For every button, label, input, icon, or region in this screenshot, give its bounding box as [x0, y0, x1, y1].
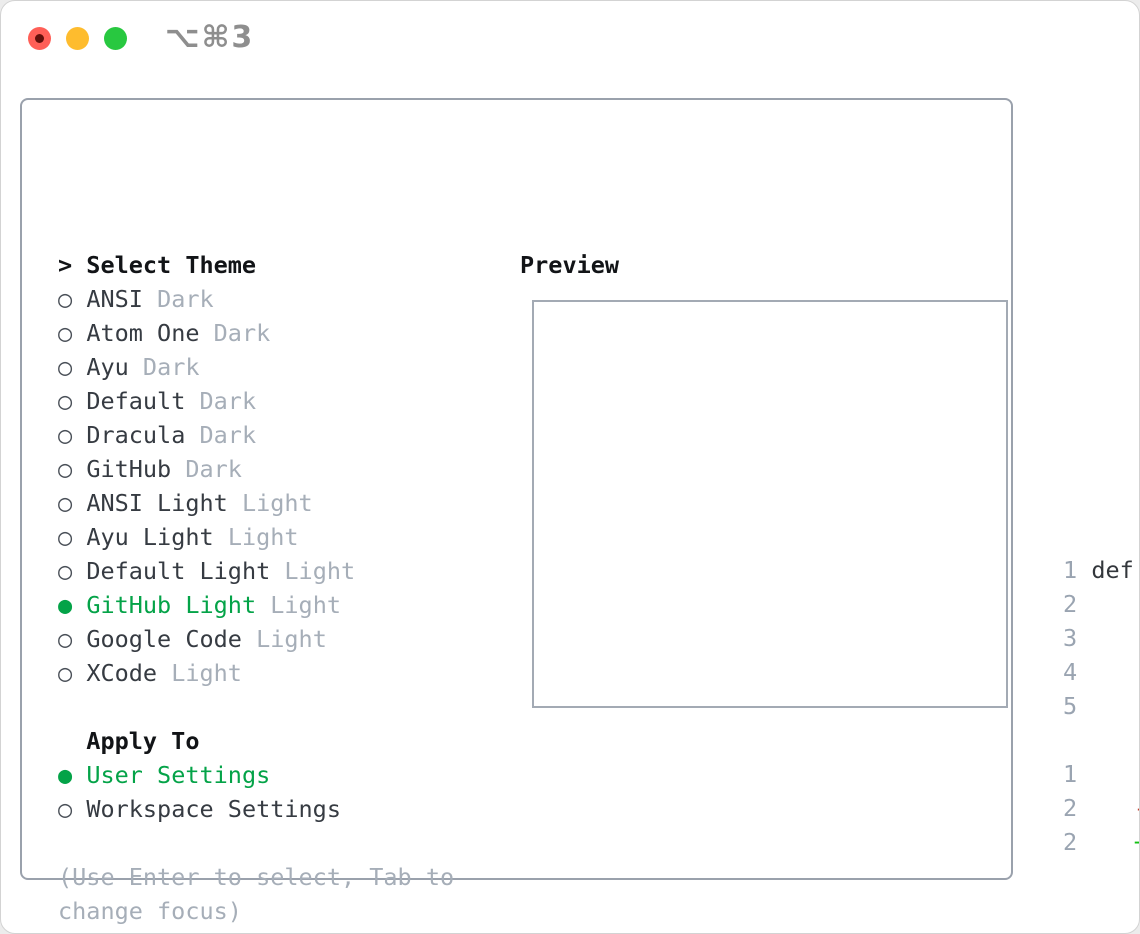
- theme-option-ayu-light[interactable]: ○ Ayu Light Light: [58, 520, 454, 554]
- theme-variant-tag: Light: [256, 625, 327, 653]
- theme-variant-tag: Dark: [185, 455, 242, 483]
- close-button[interactable]: [28, 27, 51, 50]
- line-number: 1: [1063, 760, 1078, 788]
- radio-unselected-icon: ○: [58, 319, 73, 347]
- code-line: 2 a, b = 0, 1: [1063, 587, 1139, 621]
- line-number: 2: [1063, 590, 1078, 618]
- theme-variant-tag: Light: [171, 659, 242, 687]
- line-number: 1: [1063, 556, 1078, 584]
- line-number: 2: [1063, 828, 1078, 856]
- theme-option-ansi-light[interactable]: ○ ANSI Light Light: [58, 486, 454, 520]
- code-token-del: - This line was deleted.: [1091, 794, 1139, 822]
- theme-name: Ayu Light: [86, 523, 214, 551]
- window-title: ⌥⌘3: [165, 20, 255, 55]
- theme-option-xcode[interactable]: ○ XCode Light: [58, 656, 454, 690]
- theme-name: GitHub: [86, 455, 172, 483]
- theme-name: XCode: [86, 659, 158, 687]
- code-token-code: def: [1091, 556, 1134, 584]
- theme-variant-tag: Dark: [142, 353, 200, 381]
- radio-unselected-icon: ○: [58, 387, 73, 415]
- preview-box: 1 def fibonacci(n):2 a, b = 0, 13 for _ …: [532, 300, 1139, 856]
- theme-name: GitHub Light: [86, 591, 257, 619]
- line-number: 3: [1063, 624, 1078, 652]
- theme-option-default[interactable]: ○ Default Dark: [58, 384, 454, 418]
- theme-variant-tag: Light: [284, 557, 356, 585]
- radio-unselected-icon: ○: [58, 421, 73, 449]
- zoom-button[interactable]: [104, 27, 127, 50]
- hint-text: change focus): [58, 897, 242, 925]
- theme-name: Google Code: [86, 625, 242, 653]
- theme-name: ANSI Light: [86, 489, 228, 517]
- radio-selected-icon: ●: [58, 761, 73, 789]
- code-token-code: a, b =: [1091, 590, 1139, 618]
- diff-line: 2 + This line was added.: [1063, 825, 1139, 859]
- radio-unselected-icon: ○: [58, 795, 73, 823]
- code-token-code: return a: [1091, 692, 1139, 720]
- code-token-code: for _ in: [1091, 624, 1139, 652]
- theme-option-atom-one[interactable]: ○ Atom One Dark: [58, 316, 454, 350]
- apply-option-name: User Settings: [86, 761, 271, 789]
- radio-unselected-icon: ○: [58, 353, 73, 381]
- theme-name: Default Light: [86, 557, 271, 585]
- radio-selected-icon: ●: [58, 591, 73, 619]
- radio-unselected-icon: ○: [58, 625, 73, 653]
- theme-name: Dracula: [86, 421, 186, 449]
- code-token-context: This is a context line.: [1091, 760, 1139, 788]
- apply-to-label: Apply To: [58, 727, 200, 755]
- radio-unselected-icon: ○: [58, 489, 73, 517]
- minimize-button[interactable]: [66, 27, 89, 50]
- apply-option-user-settings[interactable]: ● User Settings: [58, 758, 454, 792]
- radio-unselected-icon: ○: [58, 659, 73, 687]
- theme-variant-tag: Light: [227, 523, 299, 551]
- keyboard-hint: (Use Enter to select, Tab to: [58, 860, 454, 894]
- radio-unselected-icon: ○: [58, 557, 73, 585]
- code-line: 1 def fibonacci(n):: [1063, 553, 1139, 587]
- preview-header: Preview: [520, 251, 620, 279]
- line-number: 4: [1063, 658, 1078, 686]
- keyboard-hint: change focus): [58, 894, 454, 928]
- line-number: 2: [1063, 794, 1078, 822]
- code-token-code: a, b = b, a + b: [1091, 658, 1139, 686]
- theme-option-google-code[interactable]: ○ Google Code Light: [58, 622, 454, 656]
- theme-option-ansi[interactable]: ○ ANSI Dark: [58, 282, 454, 316]
- theme-variant-tag: Dark: [199, 421, 257, 449]
- diff-line: 2 - This line was deleted.: [1063, 791, 1139, 825]
- radio-unselected-icon: ○: [58, 523, 73, 551]
- apply-option-name: Workspace Settings: [86, 795, 341, 823]
- diff-line: 1 This is a context line.: [1063, 757, 1139, 791]
- theme-option-default-light[interactable]: ○ Default Light Light: [58, 554, 454, 588]
- theme-name: ANSI: [86, 285, 143, 313]
- theme-variant-tag: Dark: [213, 319, 271, 347]
- cursor-icon: >: [58, 251, 87, 279]
- theme-name: Default: [86, 387, 186, 415]
- theme-option-dracula[interactable]: ○ Dracula Dark: [58, 418, 454, 452]
- code-line: 5 return a: [1063, 689, 1139, 723]
- hint-text: (Use Enter to select, Tab to: [58, 863, 455, 891]
- theme-variant-tag: Light: [241, 489, 313, 517]
- theme-name: Atom One: [86, 319, 200, 347]
- theme-header-row: > Select Theme: [58, 248, 454, 282]
- theme-option-github[interactable]: ○ GitHub Dark: [58, 452, 454, 486]
- code-line: 4 a, b = b, a + b: [1063, 655, 1139, 689]
- theme-option-github-light[interactable]: ● GitHub Light Light: [58, 588, 454, 622]
- code-line: 3 for _ in range(n):: [1063, 621, 1139, 655]
- theme-variant-tag: Dark: [157, 285, 214, 313]
- theme-variant-tag: Dark: [199, 387, 257, 415]
- preview-code: 1 def fibonacci(n):2 a, b = 0, 13 for _ …: [1063, 553, 1139, 859]
- theme-list: > Select Theme○ ANSI Dark○ Atom One Dark…: [58, 248, 454, 928]
- theme-variant-tag: Light: [270, 591, 341, 619]
- line-number: 5: [1063, 692, 1078, 720]
- theme-picker-dialog: > Select Theme○ ANSI Dark○ Atom One Dark…: [20, 98, 1139, 925]
- radio-unselected-icon: ○: [58, 455, 73, 483]
- theme-name: Ayu: [86, 353, 129, 381]
- radio-unselected-icon: ○: [58, 285, 73, 313]
- apply-to-header-row: Apply To: [58, 724, 454, 758]
- theme-header-label: Select Theme: [86, 251, 257, 279]
- theme-option-ayu[interactable]: ○ Ayu Dark: [58, 350, 454, 384]
- code-token-add: + This line was added.: [1091, 828, 1139, 856]
- apply-option-workspace-settings[interactable]: ○ Workspace Settings: [58, 792, 454, 826]
